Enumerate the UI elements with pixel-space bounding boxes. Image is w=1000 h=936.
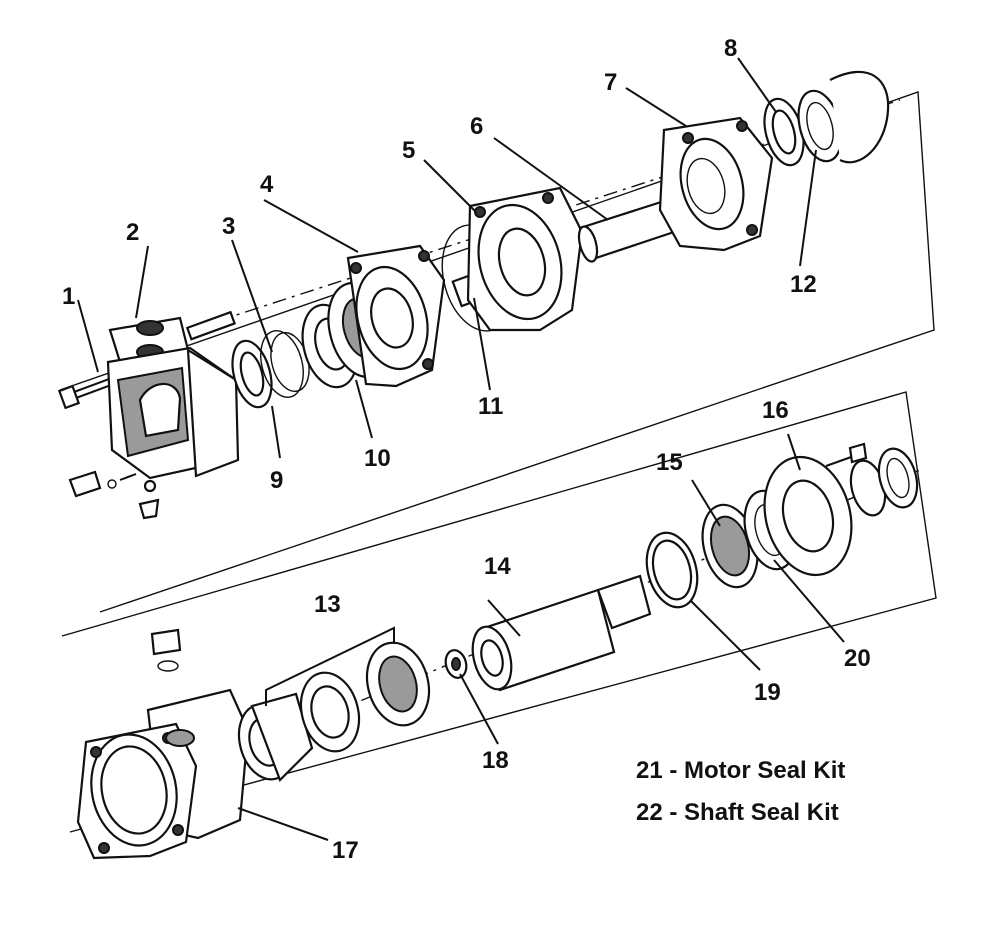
- callout-18: 18: [482, 747, 509, 774]
- callout-12: 12: [790, 271, 817, 298]
- callout-15: 15: [656, 449, 683, 476]
- upper-panel: [57, 70, 935, 613]
- part-18-washer: [444, 649, 468, 679]
- leader-lines: [77, 57, 845, 841]
- lower-panel-frame: [61, 391, 937, 833]
- callout-5: 5: [402, 137, 415, 164]
- part-2-housing: [68, 310, 240, 520]
- callout-6: 6: [470, 113, 483, 140]
- kit-legend: 21 - Motor Seal Kit 22 - Shaft Seal Kit: [636, 757, 845, 826]
- part-14-shaft: [471, 574, 652, 692]
- callout-8: 8: [724, 35, 737, 62]
- callout-4: 4: [260, 171, 274, 198]
- callout-1: 1: [62, 283, 75, 310]
- callout-14: 14: [484, 553, 511, 580]
- part-13-bracket: [265, 626, 395, 706]
- kit-shaft-seal: 22 - Shaft Seal Kit: [636, 799, 839, 826]
- part-17-housing: [76, 688, 250, 860]
- part-13-bearings: [237, 641, 431, 782]
- callout-9: 9: [270, 467, 283, 494]
- callout-13: 13: [314, 591, 341, 618]
- callout-19: 19: [754, 679, 781, 706]
- part-plug: [150, 628, 182, 672]
- callout-17: 17: [332, 837, 359, 864]
- kit-motor-seal: 21 - Motor Seal Kit: [636, 757, 845, 784]
- part-4-plate: [346, 244, 446, 388]
- part-16-flange: [763, 442, 868, 577]
- callout-16: 16: [762, 397, 789, 424]
- part-7-cover: [658, 116, 774, 252]
- part-8-12-seals: [763, 70, 890, 167]
- callout-labels: 1 2 3 4 5 6 7 8 9 10 11 12 13 14 15 16 1…: [62, 35, 871, 864]
- lower-panel: [61, 391, 937, 860]
- part-5-gerotor: [466, 186, 584, 332]
- callout-3: 3: [222, 213, 235, 240]
- callout-20: 20: [844, 645, 871, 672]
- callout-7: 7: [604, 69, 617, 96]
- callout-2: 2: [126, 219, 139, 246]
- callout-10: 10: [364, 445, 391, 472]
- part-end-seals: [849, 447, 919, 517]
- callout-11: 11: [478, 393, 503, 420]
